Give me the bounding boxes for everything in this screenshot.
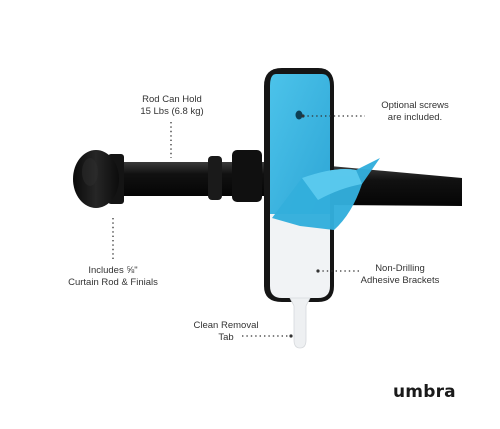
label-includes-rod-line1: Includes ⅝" xyxy=(88,265,138,276)
umbra-logo: umbra xyxy=(393,382,456,402)
label-clean-removal-line2: Tab xyxy=(218,332,234,343)
liner-panel xyxy=(270,214,330,298)
label-optional-screws: Optional screws are included. xyxy=(360,100,470,124)
label-includes-rod-line2: Curtain Rod & Finials xyxy=(68,277,158,288)
label-non-drilling-line2: Adhesive Brackets xyxy=(360,275,440,286)
label-rod-capacity-line1: Rod Can Hold xyxy=(142,94,202,105)
label-non-drilling: Non-Drilling Adhesive Brackets xyxy=(346,263,454,287)
label-non-drilling-line1: Non-Drilling xyxy=(375,263,425,274)
label-clean-removal: Clean Removal Tab xyxy=(178,320,274,344)
label-includes-rod: Includes ⅝" Curtain Rod & Finials xyxy=(50,265,176,289)
rod-ring-2 xyxy=(232,150,262,202)
callout-dots xyxy=(289,114,320,338)
label-clean-removal-line1: Clean Removal xyxy=(193,320,259,331)
peeled-film-edge xyxy=(302,169,362,200)
finial-end-highlight xyxy=(82,158,98,186)
curtain-rod-left xyxy=(110,162,270,196)
label-rod-capacity-line2: 15 Lbs (6.8 kg) xyxy=(140,106,204,117)
callout-lines xyxy=(112,115,365,337)
label-rod-capacity: Rod Can Hold 15 Lbs (6.8 kg) xyxy=(118,94,226,118)
screw-hole xyxy=(295,110,303,120)
removal-tab xyxy=(289,297,311,349)
label-optional-screws-line1: Optional screws xyxy=(381,100,449,111)
rod-ring xyxy=(208,156,222,200)
label-optional-screws-line2: are included. xyxy=(387,112,443,123)
